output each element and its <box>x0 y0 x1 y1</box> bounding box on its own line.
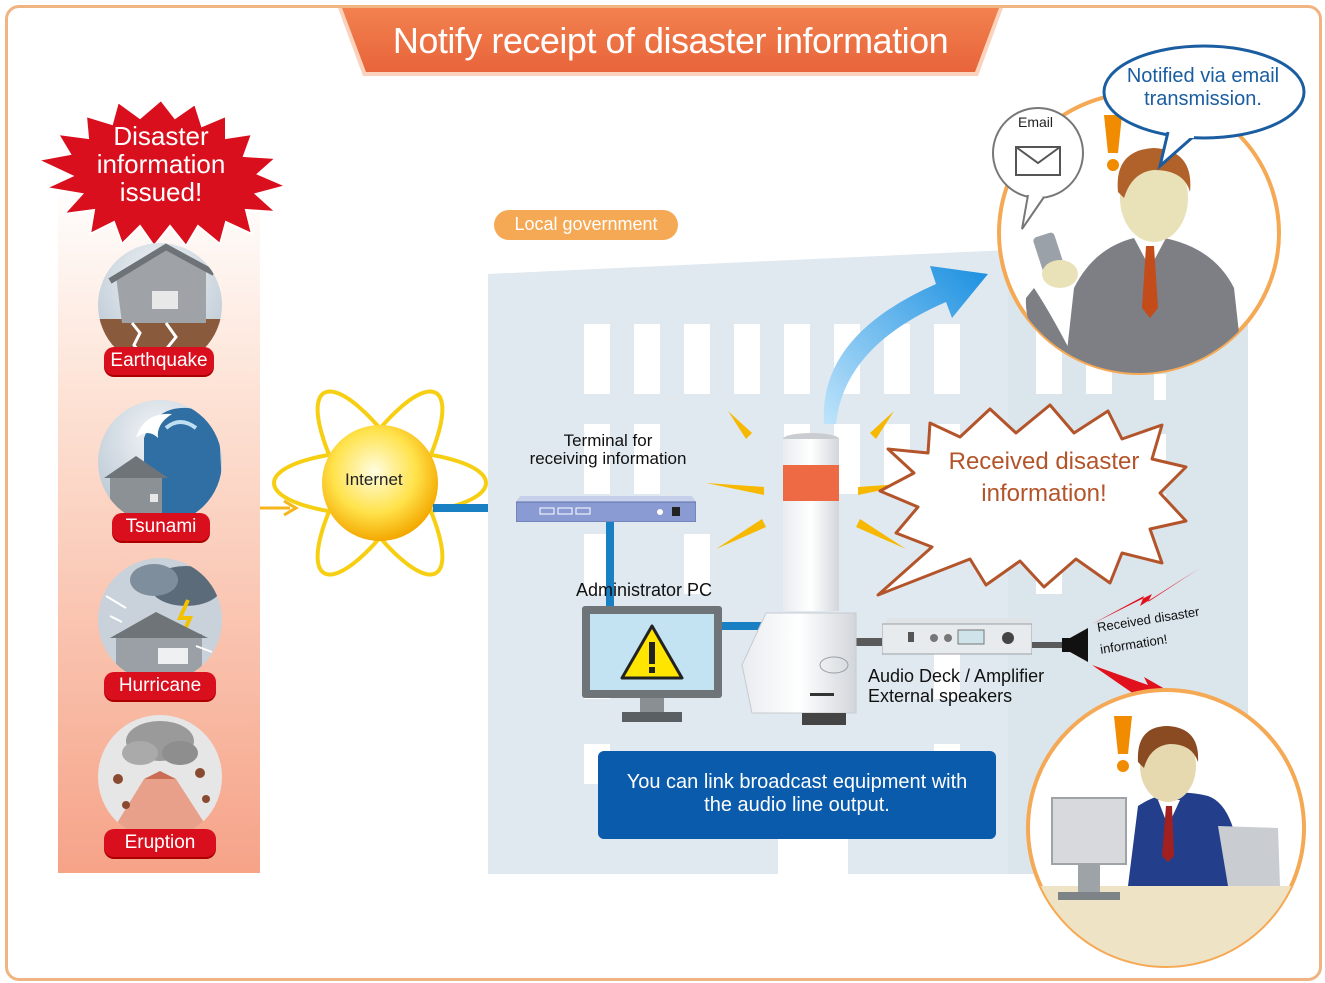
tsunami-icon <box>98 400 222 524</box>
received-bubble-line-1: Received disaster <box>948 448 1140 475</box>
disaster-label-eruption: Eruption <box>104 829 216 857</box>
email-bubble <box>992 107 1084 230</box>
email-notification-bubble <box>1102 44 1306 170</box>
desk-user-illustration <box>1026 688 1306 968</box>
eruption-icon <box>98 715 222 839</box>
disaster-label-earthquake: Earthquake <box>104 347 214 375</box>
audio-amplifier-icon <box>882 618 1032 655</box>
lightning-upper-icon <box>1092 568 1200 624</box>
alert-line-3: issued! <box>119 177 203 207</box>
disaster-label-tsunami: Tsunami <box>112 513 210 541</box>
received-bubble-line-2: information! <box>981 480 1107 507</box>
input-arrow-icon <box>260 499 299 517</box>
signal-tower-icon <box>706 411 916 725</box>
info-box <box>598 751 996 839</box>
local-government-label: Local government <box>514 214 658 234</box>
title-banner <box>338 8 1003 76</box>
terminal-label-line-2: receiving information <box>529 449 687 468</box>
external-speaker-icon <box>1062 628 1088 662</box>
admin-pc-label: Administrator PC <box>576 580 713 600</box>
cable-tower-amp <box>833 638 883 646</box>
exclamation-icon-bottom <box>1114 716 1132 772</box>
local-government-badge <box>494 210 678 240</box>
diagram-frame: Notify receipt of disaster information D… <box>5 5 1322 981</box>
audio-label-line-1: Audio Deck / Amplifier <box>868 666 1045 686</box>
cable-pc-tower <box>720 622 770 630</box>
audio-label-line-2: External speakers <box>868 686 1013 706</box>
internet-label: Internet <box>345 470 403 489</box>
terminal-device-icon <box>516 496 696 522</box>
notification-arrow-icon <box>823 266 988 424</box>
exclamation-icon-top <box>1104 115 1122 171</box>
page-title: Notify receipt of disaster information <box>392 20 949 61</box>
alert-line-1: Disaster <box>113 121 209 151</box>
email-notification-line-1: Notified via email <box>1126 65 1280 87</box>
alert-line-2: information <box>96 149 226 179</box>
email-notification-line-2: transmission. <box>1144 88 1262 110</box>
alert-burst-icon <box>34 98 290 248</box>
cable-terminal-pc <box>606 522 614 612</box>
received-alert-bubble <box>876 403 1188 597</box>
hurricane-icon <box>98 558 222 682</box>
email-label: Email <box>1018 114 1054 130</box>
info-box-line-1: You can link broadcast equipment with <box>626 771 968 793</box>
info-box-line-2: the audio line output. <box>704 794 890 816</box>
internet-globe-icon <box>272 389 488 577</box>
cable-amp-speaker <box>1028 642 1066 648</box>
terminal-label-line-1: Terminal for <box>563 431 653 450</box>
disaster-label-hurricane: Hurricane <box>104 672 216 700</box>
cable-internet-terminal <box>433 504 521 512</box>
admin-pc-icon <box>582 606 722 722</box>
